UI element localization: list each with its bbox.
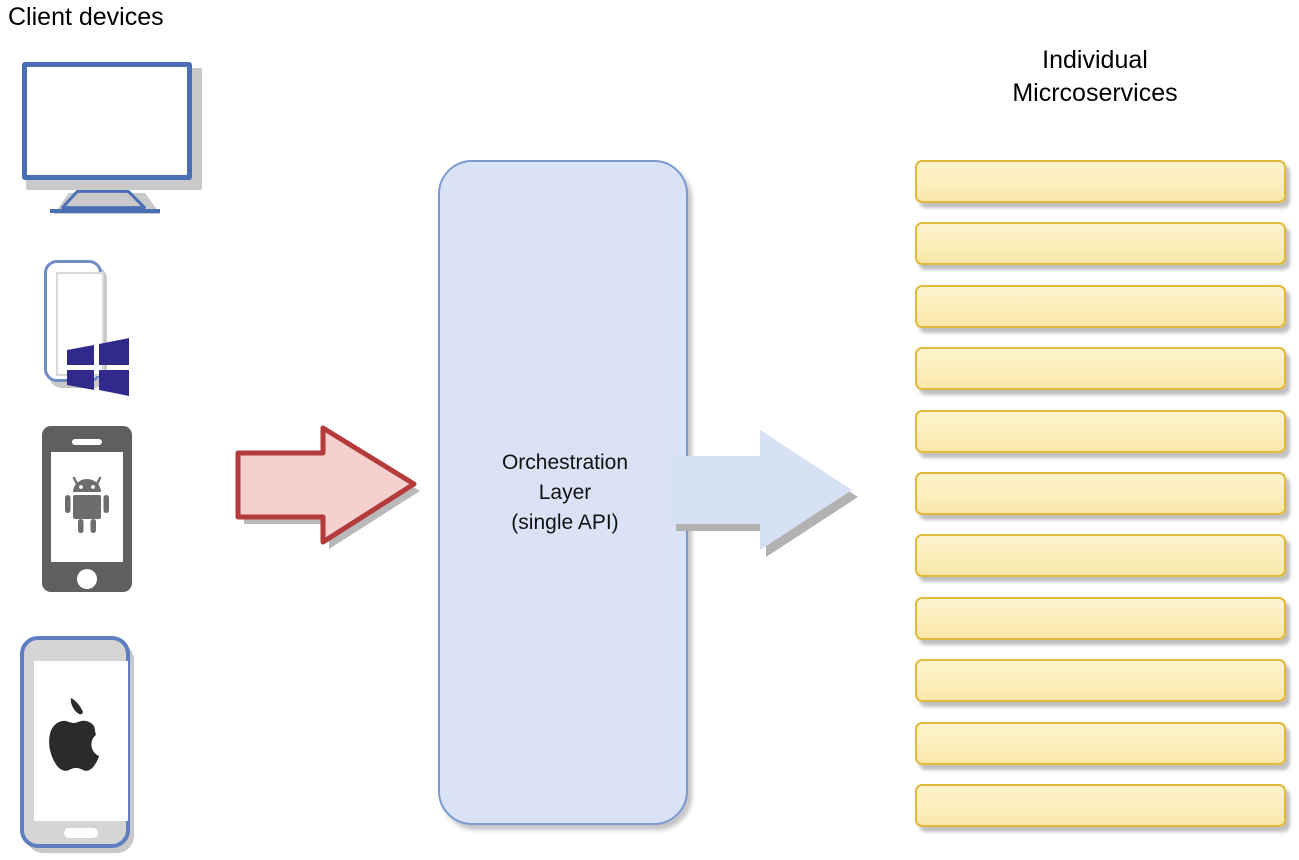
windows-logo-icon (67, 338, 129, 396)
microservice-bar[interactable] (915, 472, 1286, 515)
monitor-base-outline (50, 190, 160, 213)
microservices-title: Individual Micrcoservices (905, 44, 1285, 110)
android-phone-body (42, 426, 132, 592)
microservice-bar[interactable] (915, 534, 1286, 578)
microservice-bar[interactable] (915, 659, 1286, 703)
windows-phone-icon (40, 258, 150, 408)
orchestration-layer-box[interactable] (438, 160, 688, 825)
monitor-screen-frame (22, 62, 192, 180)
microservice-bar[interactable] (915, 596, 1286, 640)
microservice-bar[interactable] (915, 160, 1286, 203)
microservice-bar[interactable] (915, 784, 1286, 827)
android-robot-icon (65, 476, 109, 533)
android-phone-home-button (77, 569, 97, 589)
microservices-title-line-1: Individual (1042, 46, 1148, 74)
microservice-bar[interactable] (915, 409, 1286, 453)
monitor-icon (18, 60, 208, 220)
microservice-bar[interactable] (915, 222, 1286, 266)
microservice-bar[interactable] (915, 347, 1286, 391)
microservices-title-line-2: Micrcoservices (1012, 79, 1178, 107)
apple-logo-icon (49, 698, 99, 771)
android-phone-icon (42, 426, 138, 598)
microservice-bar[interactable] (915, 721, 1286, 765)
microservice-bar[interactable] (915, 284, 1286, 328)
dispatch-arrow-icon (670, 430, 858, 557)
client-devices-title: Client devices (8, 3, 164, 31)
android-phone-speaker (72, 439, 102, 445)
request-arrow-icon (235, 425, 420, 549)
apple-phone-icon (18, 636, 140, 858)
apple-phone-home-button (64, 828, 98, 838)
